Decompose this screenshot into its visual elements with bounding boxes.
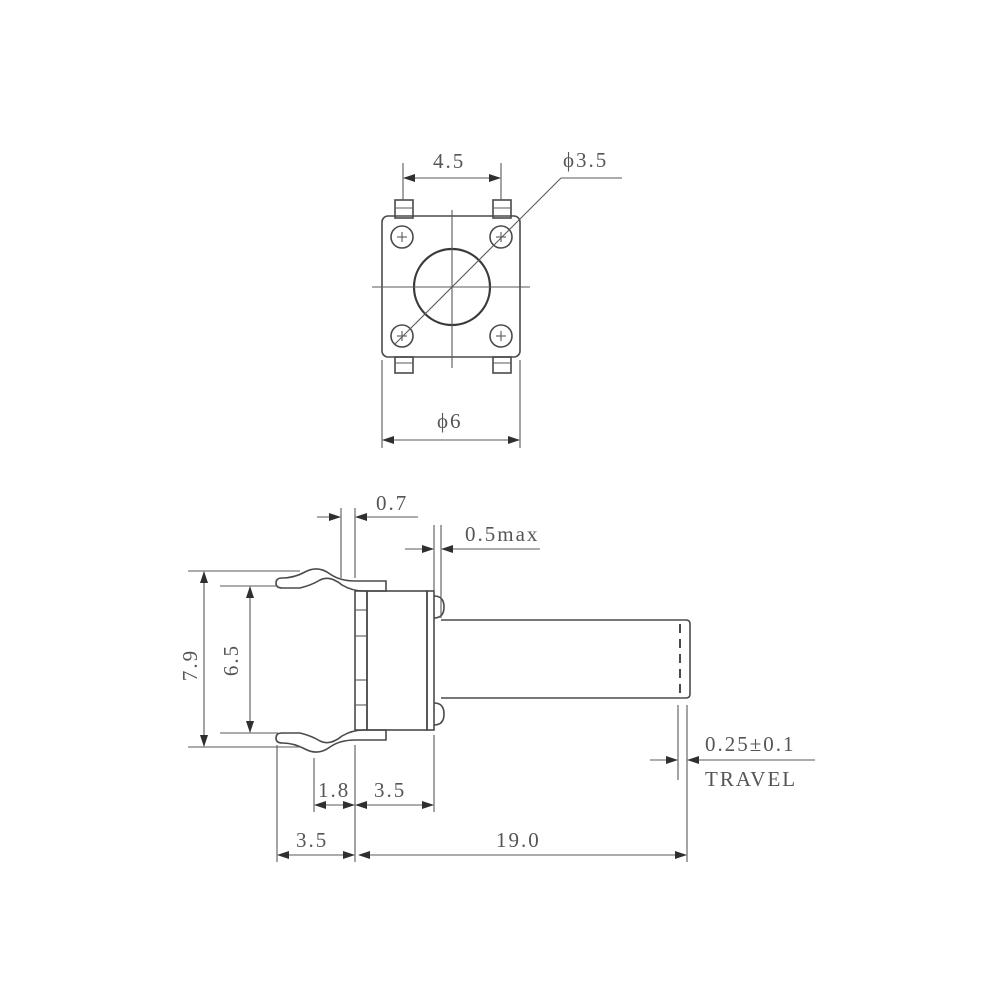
flange [354,590,368,731]
dim-travel-label: TRAVEL [705,767,797,791]
pin-top-right [492,199,512,219]
top-view: ϕ3.5 4.5 ϕ6 [372,148,622,448]
dim-lead-length: 3.5 [296,828,328,852]
dim-button-diameter: ϕ3.5 [563,148,608,172]
dim-pin-pitch: 4.5 [433,149,465,173]
upper-lead [275,568,387,592]
pin-bottom-left [394,356,414,374]
dim-actuator-length: 19.0 [496,828,541,852]
side-view: 7.9 6.5 0.7 0.5max 1.8 3.5 3.5 19.0 [178,491,815,862]
dim-pin-span: 6.5 [219,644,243,676]
dim-flange-thickness: 0.7 [376,491,408,515]
dim-overall-height: 7.9 [178,649,202,681]
dim-body-depth: 3.5 [374,778,406,802]
pin-bottom-right [492,356,512,374]
pin-top-left [394,199,414,219]
dim-cap-gap: 0.5max [465,522,539,546]
lower-lead [275,729,387,753]
actuator-stem [441,619,691,699]
dim-travel-value: 0.25±0.1 [705,732,796,756]
dim-body-width: ϕ6 [437,409,463,433]
body-cap [426,590,435,731]
corner-hole-icon [390,225,513,348]
dim-lead-offset: 1.8 [318,778,350,802]
side-body [366,590,428,731]
